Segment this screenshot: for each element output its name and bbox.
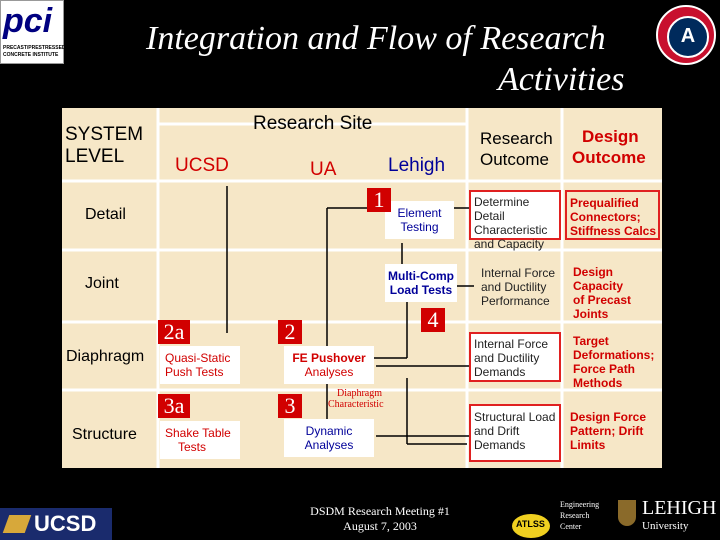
- design-joint-line4: Joints: [573, 307, 609, 321]
- ucsd-logo-text: UCSD: [34, 511, 97, 536]
- element-testing-box: Element Testing: [385, 201, 454, 239]
- marker-2a: 2a: [158, 320, 190, 344]
- pci-logo-sub2: CONCRETE INSTITUTE: [3, 52, 59, 58]
- ua-seal-letter: A: [680, 25, 696, 47]
- element-testing-line2: Testing: [400, 220, 439, 234]
- design-detail-box: Prequalified Connectors; Stiffness Calcs: [565, 190, 660, 240]
- lehigh-logo-sub: University: [642, 520, 689, 532]
- level-joint: Joint: [85, 275, 119, 292]
- erc-line2: Research: [560, 511, 590, 520]
- dynamic-line1: Dynamic: [305, 424, 353, 438]
- outcome-joint-line2: and Ductility: [481, 280, 547, 294]
- multi-comp-line1: Multi-Comp: [388, 269, 454, 283]
- outcome-joint-box: Internal Force and Ductility Performance: [469, 263, 561, 313]
- outcome-detail-box: Determine Detail Characteristic and Capa…: [469, 190, 561, 251]
- outcome-detail-line3: and Capacity: [474, 237, 545, 251]
- diaphragm-char-line1: Diaphragm: [337, 388, 382, 399]
- design-detail-line3: Stiffness Calcs: [570, 224, 657, 238]
- design-detail-line2: Connectors;: [570, 210, 641, 224]
- ua-seal-inner: A: [667, 16, 709, 58]
- multi-comp-line2: Load Tests: [389, 283, 453, 297]
- outcome-diaphragm-line1: Internal Force: [474, 337, 549, 351]
- outcome-structure-line1: Structural Load: [474, 410, 556, 424]
- outcome-diaphragm-line3: Demands: [474, 365, 526, 379]
- dynamic-line2: Analyses: [304, 438, 354, 452]
- pci-logo: pci PRECAST/PRESTRESSED CONCRETE INSTITU…: [0, 0, 66, 64]
- outcome-structure-box: Structural Load and Drift Demands: [469, 404, 561, 462]
- research-site-header: Research Site: [253, 113, 373, 134]
- lehigh-shield-icon: [618, 500, 636, 526]
- fe-pushover-box: FE Pushover Analyses: [284, 346, 374, 384]
- pci-logo-sub1: PRECAST/PRESTRESSED: [3, 45, 66, 51]
- outcome-diaphragm-box: Internal Force and Ductility Demands: [469, 332, 561, 382]
- design-joint-line1: Design: [573, 265, 614, 279]
- design-diaphragm-box: Target Deformations; Force Path Methods: [565, 332, 660, 390]
- design-diaphragm-line1: Target: [573, 334, 609, 348]
- shake-table-line1: Shake Table: [165, 426, 231, 440]
- site-lehigh: Lehigh: [388, 155, 446, 176]
- diagram-panel: SYSTEM LEVEL Research Site Research Outc…: [62, 108, 662, 468]
- multi-comp-box: Multi-Comp Load Tests: [385, 264, 457, 302]
- outcome-joint-line3: Performance: [481, 294, 550, 308]
- outcome-structure-line3: Demands: [474, 438, 526, 452]
- outcome-joint-line1: Internal Force: [481, 266, 556, 280]
- design-structure-box: Design Force Pattern; Drift Limits: [565, 406, 660, 456]
- ucsd-logo-mark: [2, 515, 32, 533]
- design-structure-line2: Pattern; Drift: [570, 424, 644, 438]
- footer-date: August 7, 2003: [343, 519, 417, 533]
- site-ucsd: UCSD: [175, 155, 229, 176]
- system-level-line2: LEVEL: [65, 146, 125, 167]
- footer-meeting: DSDM Research Meeting #1: [310, 504, 450, 518]
- marker-3: 3: [278, 394, 302, 418]
- erc-line1: Engineering: [560, 500, 600, 509]
- atlss-logo: ATLSS: [510, 500, 556, 538]
- marker-1: 1: [367, 188, 391, 212]
- pci-logo-text: pci: [3, 2, 53, 40]
- marker-2: 2: [278, 320, 302, 344]
- element-testing-line1: Element: [397, 206, 442, 220]
- fe-pushover-line2: Analyses: [304, 365, 354, 379]
- ucsd-logo: UCSD: [0, 508, 112, 540]
- design-diaphragm-line4: Methods: [573, 376, 623, 390]
- shake-table-line2: Tests: [178, 440, 207, 454]
- ua-seal-logo: A: [656, 5, 716, 65]
- dynamic-box: Dynamic Analyses: [284, 419, 374, 457]
- design-outcome-line2: Outcome: [572, 148, 646, 167]
- shake-table-box: Shake Table Tests: [160, 421, 240, 459]
- slide-title-line1: Integration and Flow of Research: [146, 20, 606, 57]
- design-detail-line1: Prequalified: [570, 196, 639, 210]
- level-structure: Structure: [72, 426, 137, 443]
- lehigh-logo-name: LEHIGH: [642, 497, 717, 519]
- marker-4: 4: [421, 308, 445, 332]
- marker-3a: 3a: [158, 394, 190, 418]
- site-ua: UA: [310, 159, 337, 180]
- research-outcome-line2: Outcome: [480, 150, 549, 169]
- design-joint-line3: of Precast: [573, 293, 632, 307]
- design-diaphragm-line3: Force Path: [573, 362, 636, 376]
- quasi-static-line2: Push Tests: [165, 365, 224, 379]
- level-diaphragm: Diaphragm: [66, 348, 145, 365]
- system-level-line1: SYSTEM: [65, 124, 144, 145]
- design-joint-line2: Capacity: [573, 279, 624, 293]
- design-structure-line1: Design Force: [570, 410, 647, 424]
- design-structure-line3: Limits: [570, 438, 606, 452]
- research-outcome-line1: Research: [480, 129, 553, 148]
- erc-line3: Center: [560, 522, 582, 531]
- design-outcome-line1: Design: [582, 127, 639, 146]
- diaphragm-char-line2: Characteristic: [328, 399, 384, 410]
- design-joint-box: Design Capacity of Precast Joints: [565, 263, 660, 321]
- fe-pushover-line1: FE Pushover: [292, 351, 366, 365]
- atlss-logo-text: ATLSS: [516, 519, 545, 529]
- quasi-static-box: Quasi-Static Push Tests: [160, 346, 240, 384]
- slide-title-line2: Activities: [498, 61, 625, 98]
- design-diaphragm-line2: Deformations;: [573, 348, 655, 362]
- outcome-structure-line2: and Drift: [474, 424, 520, 438]
- outcome-detail-line1: Determine Detail: [474, 195, 530, 223]
- outcome-detail-line2: Characteristic: [474, 223, 548, 237]
- outcome-diaphragm-line2: and Ductility: [474, 351, 540, 365]
- quasi-static-line1: Quasi-Static: [165, 351, 231, 365]
- atlss-mark: [512, 514, 550, 538]
- level-detail: Detail: [85, 206, 126, 223]
